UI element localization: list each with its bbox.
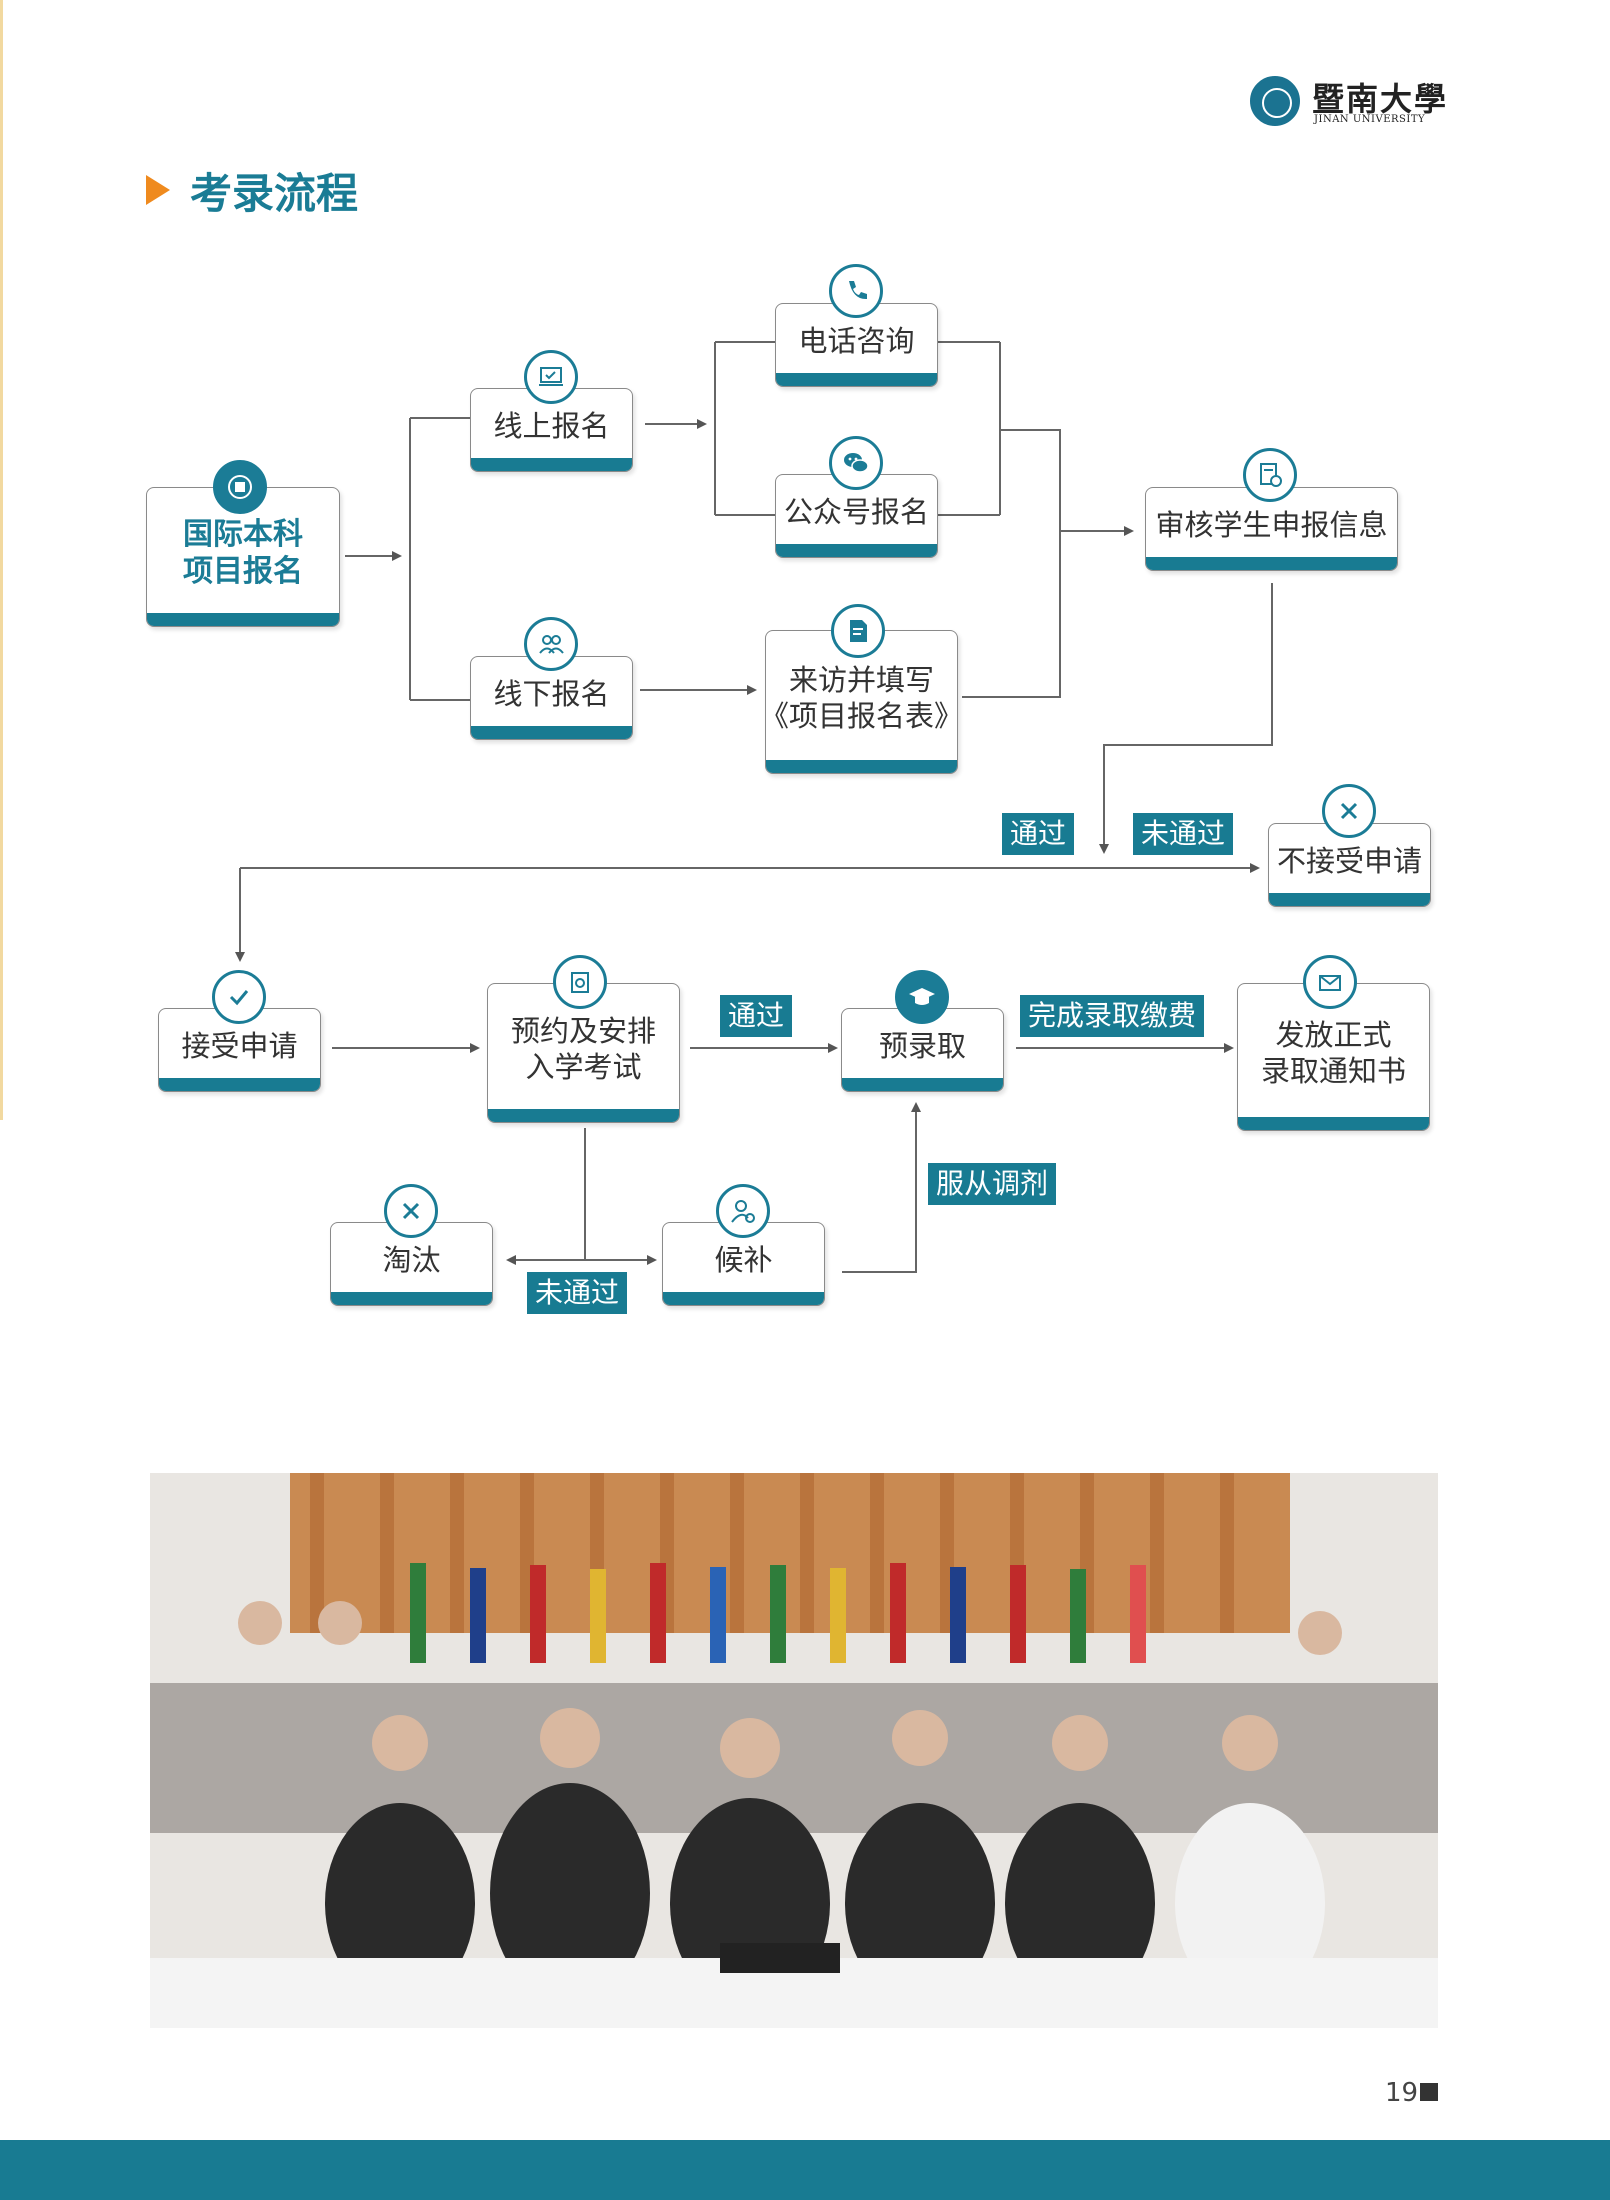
group-photo	[150, 1473, 1438, 2028]
laptop-check-icon	[524, 350, 578, 404]
node-eliminate: 淘汰	[330, 1222, 493, 1306]
node-intl-apply-label: 国际本科 项目报名	[183, 516, 303, 590]
node-pre-admit-label: 预录取	[878, 1028, 966, 1063]
node-offline-apply-label: 线下报名	[493, 676, 610, 711]
node-issue-notice-label: 发放正式 录取通知书	[1260, 1017, 1406, 1088]
page-number-square	[1420, 2083, 1438, 2101]
section-triangle-icon	[146, 175, 170, 205]
footer-bar	[0, 2140, 1610, 2200]
document-clock-icon	[1243, 448, 1297, 502]
document-edit-icon	[831, 604, 885, 658]
university-name-en: JINAN UNIVERSITY	[1314, 114, 1426, 125]
node-online-apply-label: 线上报名	[493, 408, 610, 443]
wechat-icon	[829, 436, 883, 490]
check-icon	[212, 970, 266, 1024]
flow-connectors	[235, 341, 1273, 1273]
university-name-cn: 暨南大學	[1312, 80, 1449, 118]
tag-pass-2: 通过	[720, 995, 793, 1037]
node-intl-apply: 国际本科 项目报名	[146, 487, 340, 627]
close-icon	[1322, 784, 1376, 838]
node-visit-fill: 来访并填写 《项目报名表》	[765, 630, 958, 774]
close-icon	[384, 1184, 438, 1238]
tag-complete-fee: 完成录取缴费	[1020, 995, 1205, 1037]
node-phone-consult-label: 电话咨询	[798, 323, 915, 358]
node-review: 审核学生申报信息	[1145, 487, 1398, 571]
tag-fail-1: 未通过	[1133, 813, 1234, 855]
tag-pass-1: 通过	[1002, 813, 1075, 855]
phone-icon	[829, 264, 883, 318]
university-logo: 暨南大學 JINAN UNIVERSITY	[1250, 72, 1446, 132]
node-eliminate-label: 淘汰	[382, 1242, 441, 1277]
node-accept-label: 接受申请	[181, 1028, 298, 1063]
section-title: 考录流程	[190, 169, 359, 218]
node-exam-label: 预约及安排 入学考试	[510, 1013, 656, 1084]
node-waitlist-label: 候补	[714, 1242, 773, 1277]
seal-icon	[213, 460, 267, 514]
envelope-icon	[1303, 955, 1357, 1009]
tag-accept-adjust: 服从调剂	[928, 1163, 1057, 1205]
people-icon	[524, 617, 578, 671]
graduation-cap-icon	[895, 970, 949, 1024]
page-number: 19	[1385, 2078, 1419, 2108]
page-edge-decoration	[0, 0, 3, 1120]
node-phone-consult: 电话咨询	[775, 303, 938, 387]
node-reject-label: 不接受申请	[1276, 843, 1422, 878]
tag-fail-2: 未通过	[527, 1272, 628, 1314]
node-wechat-apply-label: 公众号报名	[783, 494, 929, 529]
node-review-label: 审核学生申报信息	[1155, 507, 1388, 542]
node-visit-fill-label: 来访并填写 《项目报名表》	[765, 662, 958, 733]
clipboard-clock-icon	[553, 955, 607, 1009]
user-gear-icon	[716, 1184, 770, 1238]
university-seal-icon	[1250, 76, 1300, 126]
node-pre-admit: 预录取	[841, 1008, 1004, 1092]
node-offline-apply: 线下报名	[470, 656, 633, 740]
